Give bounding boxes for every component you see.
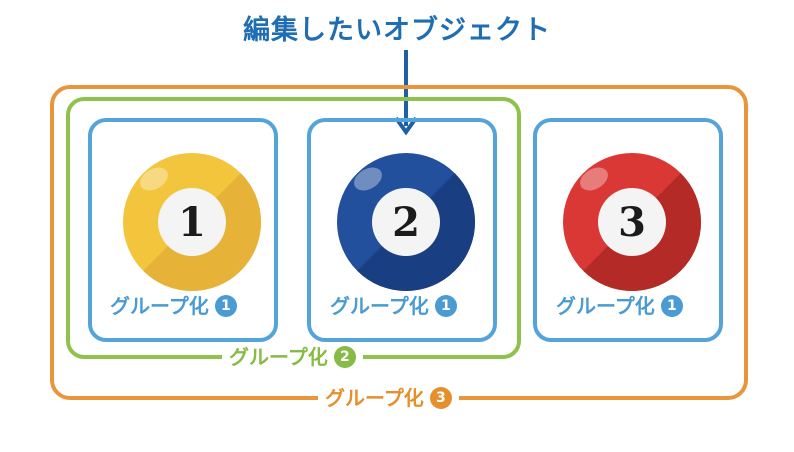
group-1-frame-ball-3: [533, 118, 723, 342]
ball-2-number: 2: [392, 198, 420, 246]
group-label-text: グループ化: [556, 294, 655, 318]
billiard-ball-1: 1: [122, 152, 262, 292]
group-number-badge: 2: [333, 346, 356, 368]
ball-1-graphic: [123, 153, 261, 291]
ball-2-graphic: [337, 153, 475, 291]
group-number-badge: 3: [429, 387, 452, 409]
group-3-label: グループ化 3: [318, 385, 459, 411]
group-2-label: グループ化 2: [222, 344, 363, 370]
ball-3-number: 3: [618, 198, 646, 246]
group-label-text: グループ化: [229, 345, 328, 369]
group-number-badge: 1: [434, 295, 457, 317]
diagram-title: 編集したいオブジェクト: [243, 15, 551, 46]
group-1-label-ball-1: グループ化 1: [103, 293, 244, 319]
group-number-badge: 1: [214, 295, 237, 317]
group-1-frame-ball-2: [307, 118, 497, 342]
group-label-text: グループ化: [110, 294, 209, 318]
ball-1-number: 1: [178, 198, 206, 246]
group-1-label-ball-3: グループ化 1: [549, 293, 690, 319]
group-1-frame-ball-1: [88, 118, 278, 342]
billiard-ball-3: 3: [562, 152, 702, 292]
group-label-text: グループ化: [330, 294, 429, 318]
group-label-text: グループ化: [325, 386, 424, 410]
billiard-ball-2: 2: [336, 152, 476, 292]
ball-3-graphic: [563, 153, 701, 291]
group-number-badge: 1: [660, 295, 683, 317]
group-1-label-ball-2: グループ化 1: [323, 293, 464, 319]
